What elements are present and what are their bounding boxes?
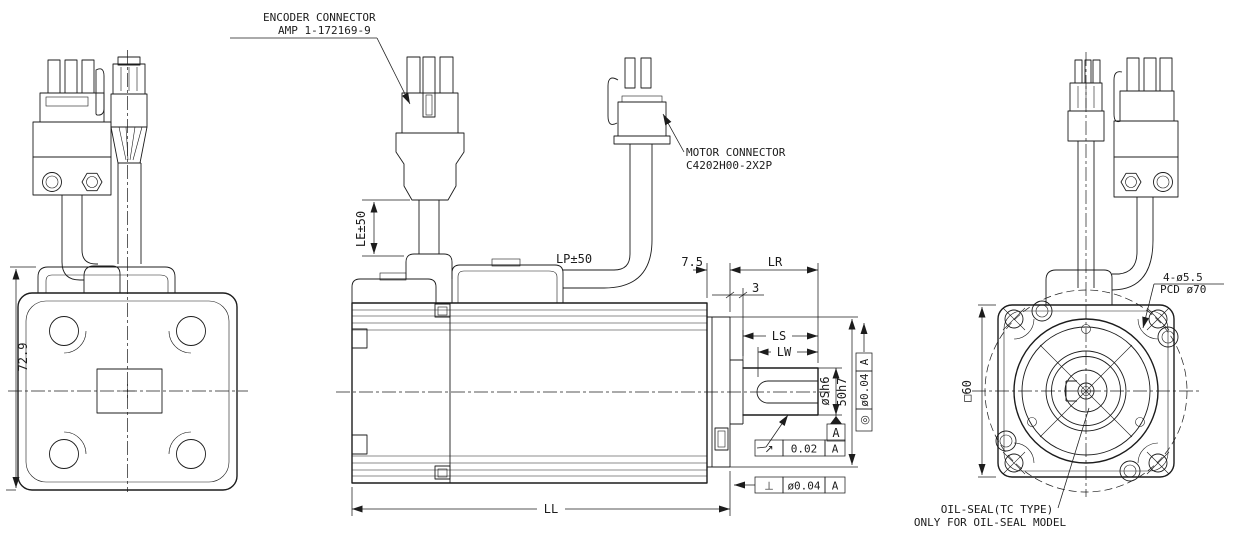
gdt-perpendicularity-frame: ⊥ ø0.04 A: [734, 476, 846, 494]
gdt-runout-frame: ↗ 0.02 A: [754, 414, 846, 457]
total-length-dimension: LL: [351, 471, 731, 516]
dim-keyway-length: LW: [777, 345, 792, 359]
dim-shaft-step: LS: [772, 329, 786, 343]
mounting-hole-bottom-right: [1137, 442, 1170, 475]
encoder-connector-front: [1067, 59, 1105, 288]
dim-total-length: LL: [544, 502, 558, 516]
datum-a-label: A: [832, 426, 840, 440]
dim-pilot-step: 3: [752, 281, 759, 295]
gdt-runout-symbol: ↗: [764, 443, 773, 456]
gdt-concentricity-symbol: ◎: [858, 415, 871, 425]
dim-pilot-diameter: 50h7: [835, 378, 849, 407]
flange-side: [707, 316, 744, 468]
dim-rear-height: 72.9: [16, 343, 30, 372]
motor-connector-side: [563, 57, 671, 289]
gdt-perpendicularity-symbol: ⊥: [764, 480, 774, 493]
motor-connector-front: [1111, 57, 1179, 291]
motor-connector-callout: MOTOR CONNECTOR C4202H00-2X2P: [662, 113, 786, 172]
callout-holes-line1: 4-ø5.5: [1163, 271, 1203, 284]
callout-motor-line2: C4202H00-2X2P: [686, 159, 772, 172]
gdt-perpendicularity-datum: A: [832, 480, 839, 493]
dim-flange-thickness: 7.5: [681, 255, 703, 269]
dim-encoder-lead: LE±50: [354, 211, 368, 247]
mounting-hole-top-left: [1002, 307, 1035, 340]
dim-motor-lead: LP±50: [556, 252, 592, 266]
gdt-concentricity-datum: A: [858, 358, 871, 365]
rear-height-dimension: 72.9: [6, 266, 36, 491]
gdt-concentricity-frame: ◎ ø0.04 A: [855, 323, 873, 432]
shaft-side: [742, 367, 819, 416]
flange-square-dimension: □60: [960, 304, 996, 478]
front-cover: [1045, 269, 1113, 305]
oil-seal-callout: OIL-SEAL(TC TYPE) ONLY FOR OIL-SEAL MODE…: [914, 407, 1090, 529]
callout-motor-line1: MOTOR CONNECTOR: [686, 146, 786, 159]
keyway-dimensions: LS LW: [742, 329, 818, 377]
encoder-connector-side: [395, 56, 465, 279]
callout-oil-line2: ONLY FOR OIL-SEAL MODEL: [914, 516, 1067, 529]
mounting-hole-bottom-left: [1002, 442, 1035, 475]
callout-encoder-line2: AMP 1-172169-9: [278, 24, 371, 37]
shaft-dimensions-top: 7.5 LR 3: [681, 255, 819, 363]
side-view: ENCODER CONNECTOR AMP 1-172169-9 MOTOR C…: [230, 11, 873, 516]
dim-shaft-length: LR: [768, 255, 783, 269]
power-connector-rear: [32, 59, 121, 293]
dim-flange-square: □60: [960, 380, 974, 402]
gdt-runout-value: 0.02: [791, 443, 818, 456]
rear-cover: [37, 266, 176, 293]
gdt-perpendicularity-value: ø0.04: [787, 480, 820, 493]
front-view: □60 4-ø5.5 PCD ø70 OIL-SEAL(TC TYPE) ONL…: [914, 52, 1224, 529]
encoder-connector-rear: [110, 56, 148, 264]
gdt-concentricity-value: ø0.04: [858, 373, 871, 406]
encoder-lead-dimension: LE±50: [354, 199, 410, 257]
mounting-hole-top-right: [1137, 307, 1170, 340]
rear-view: 72.9: [6, 50, 248, 492]
gdt-runout-datum: A: [832, 443, 839, 456]
keyway-front: [1065, 380, 1077, 402]
dim-shaft-diameter: øSh6: [818, 377, 832, 406]
diameter-dimensions: øSh6 A 50h7: [730, 316, 858, 468]
motor-body-side: [351, 258, 708, 484]
datum-triangle: [830, 416, 842, 424]
callout-encoder-line1: ENCODER CONNECTOR: [263, 11, 376, 24]
callout-holes-line2: PCD ø70: [1160, 283, 1206, 296]
callout-oil-line1: OIL-SEAL(TC TYPE): [941, 503, 1054, 516]
shaft-front: [1013, 318, 1159, 464]
encoder-connector-callout: ENCODER CONNECTOR AMP 1-172169-9: [230, 11, 411, 105]
mounting-holes-callout: 4-ø5.5 PCD ø70: [1142, 271, 1224, 329]
